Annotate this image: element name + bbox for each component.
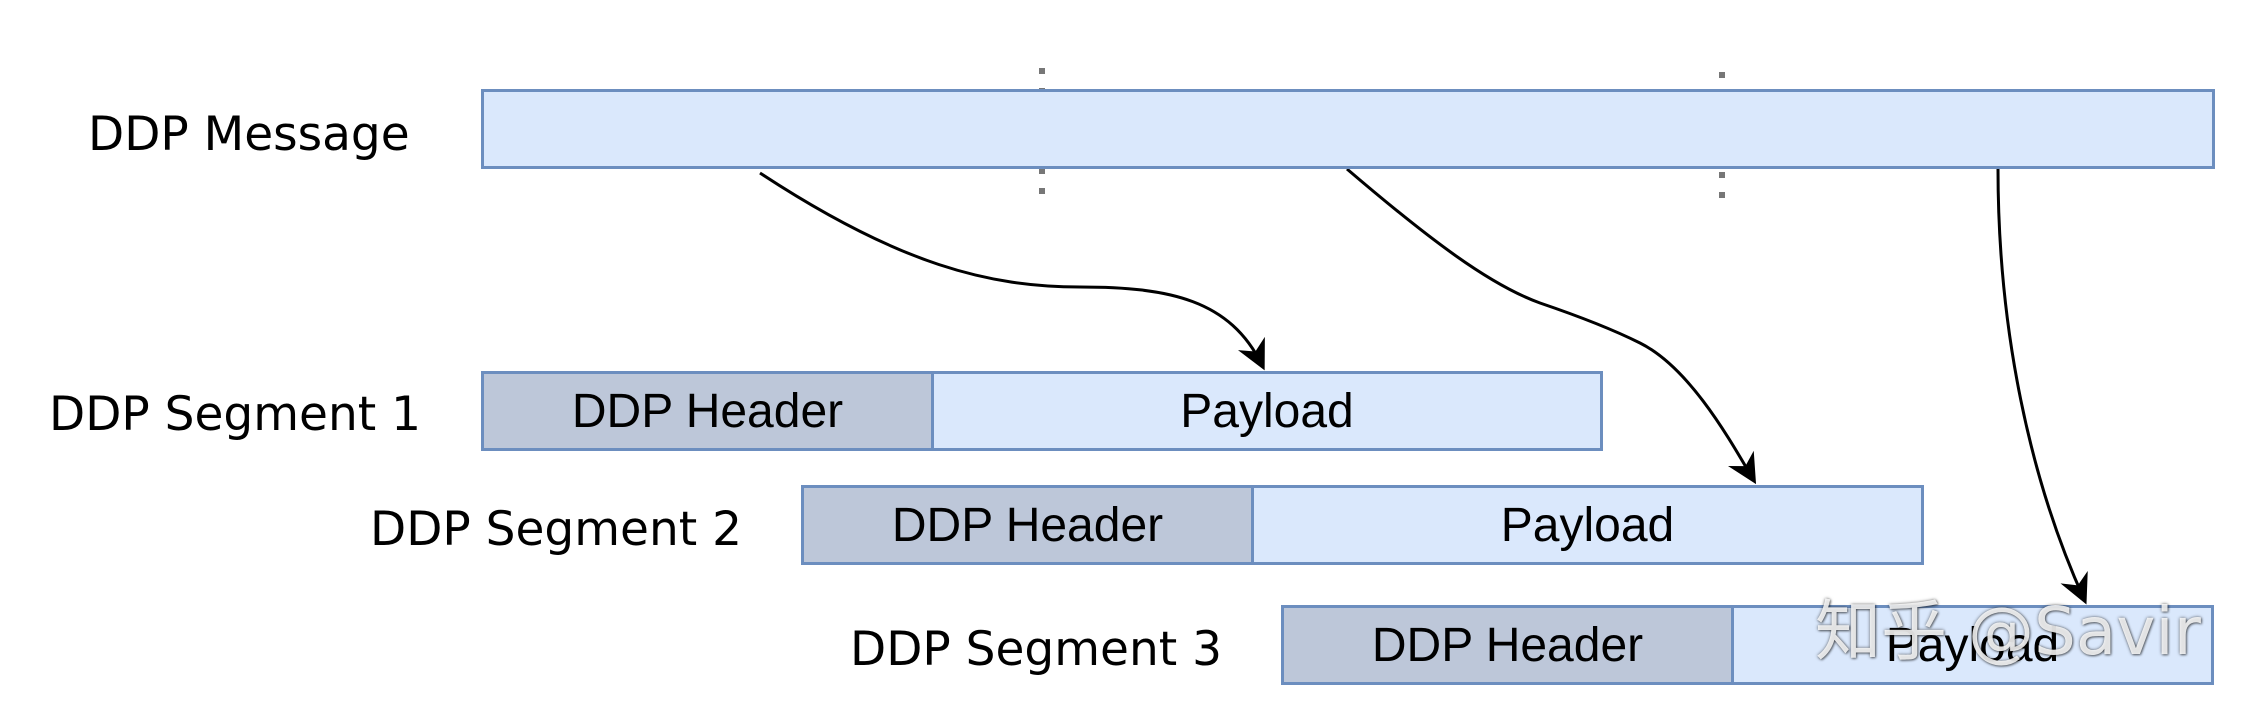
segment-2-payload: Payload xyxy=(1251,485,1924,565)
segment-2-label: DDP Segment 2 xyxy=(370,502,743,557)
message-label: DDP Message xyxy=(88,107,410,162)
watermark-text: 知乎 @Savir xyxy=(1815,593,2201,670)
arrow-to-segment-2 xyxy=(1346,167,1757,485)
arrow-to-segment-1 xyxy=(759,171,1265,371)
segment-3-header: DDP Header xyxy=(1281,605,1734,685)
segment-3-label: DDP Segment 3 xyxy=(850,622,1223,677)
arrow-to-segment-3 xyxy=(1996,168,2088,605)
segment-3-payload: Payload xyxy=(1731,605,2214,685)
segment-1-header: DDP Header xyxy=(481,371,934,451)
segment-2-header: DDP Header xyxy=(801,485,1254,565)
message-bar xyxy=(481,89,2215,169)
segment-1-payload: Payload xyxy=(931,371,1603,451)
segment-1-label: DDP Segment 1 xyxy=(49,387,422,442)
